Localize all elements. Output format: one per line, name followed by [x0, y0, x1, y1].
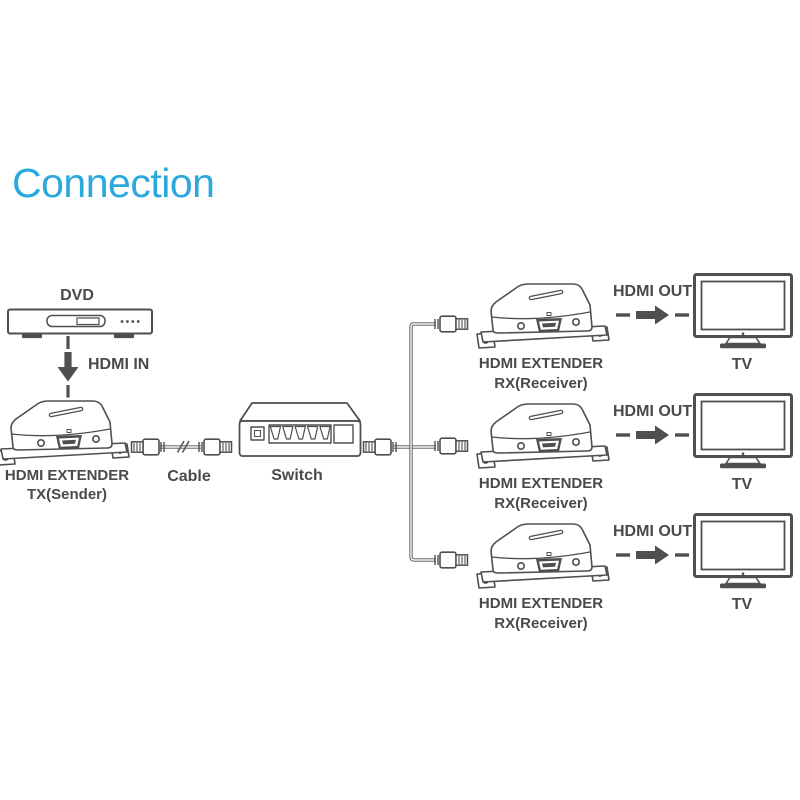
tv-label-1: TV — [731, 356, 753, 373]
page-title: Connection — [12, 160, 215, 206]
switch-illustration — [238, 402, 362, 457]
hdmi-out-label-2: HDMI OUT — [613, 403, 693, 420]
hdmi-out-label-1: HDMI OUT — [613, 283, 693, 300]
rx-extender-illustration-3 — [477, 524, 609, 588]
rx2-label-line2: RX(Receiver) — [494, 495, 588, 512]
dvd-label: DVD — [60, 287, 94, 304]
rj45-connector-rx-2 — [434, 437, 469, 455]
rj45-connector-rx-3 — [434, 551, 469, 569]
rj45-connector-switch-out — [362, 438, 397, 456]
rx1-label-line2: RX(Receiver) — [494, 375, 588, 392]
rx3-label-line1: HDMI EXTENDER — [478, 595, 604, 612]
hdmi-in-label: HDMI IN — [88, 356, 150, 373]
tv-label-2: TV — [731, 476, 753, 493]
switch-label: Switch — [271, 467, 323, 484]
dvd-player-illustration — [7, 308, 153, 339]
rx-extender-illustration-1 — [477, 284, 609, 348]
hdmi-out-arrow-1 — [614, 303, 691, 327]
tx-extender-illustration — [0, 401, 129, 465]
rj45-connector-switch-in — [198, 438, 233, 456]
tx-label-line1: HDMI EXTENDER — [4, 467, 130, 484]
rx3-label-line2: RX(Receiver) — [494, 615, 588, 632]
rj45-connector-rx-1 — [434, 315, 469, 333]
tv-illustration-2 — [693, 393, 793, 470]
hdmi-in-arrow — [57, 336, 79, 398]
rj45-connector-tx-end — [130, 438, 165, 456]
rx1-label-line1: HDMI EXTENDER — [478, 355, 604, 372]
tv-illustration-3 — [693, 513, 793, 590]
network-trunk-cable — [409, 322, 436, 562]
tx-label-line2: TX(Sender) — [26, 486, 107, 503]
cable-label: Cable — [167, 468, 211, 485]
rx2-label-line1: HDMI EXTENDER — [478, 475, 604, 492]
tv-label-3: TV — [731, 596, 753, 613]
rx-extender-illustration-2 — [477, 404, 609, 468]
cable-wire — [160, 440, 201, 453]
hdmi-out-arrow-3 — [614, 543, 691, 567]
tv-illustration-1 — [693, 273, 793, 350]
hdmi-out-arrow-2 — [614, 423, 691, 447]
hdmi-out-label-3: HDMI OUT — [613, 523, 693, 540]
